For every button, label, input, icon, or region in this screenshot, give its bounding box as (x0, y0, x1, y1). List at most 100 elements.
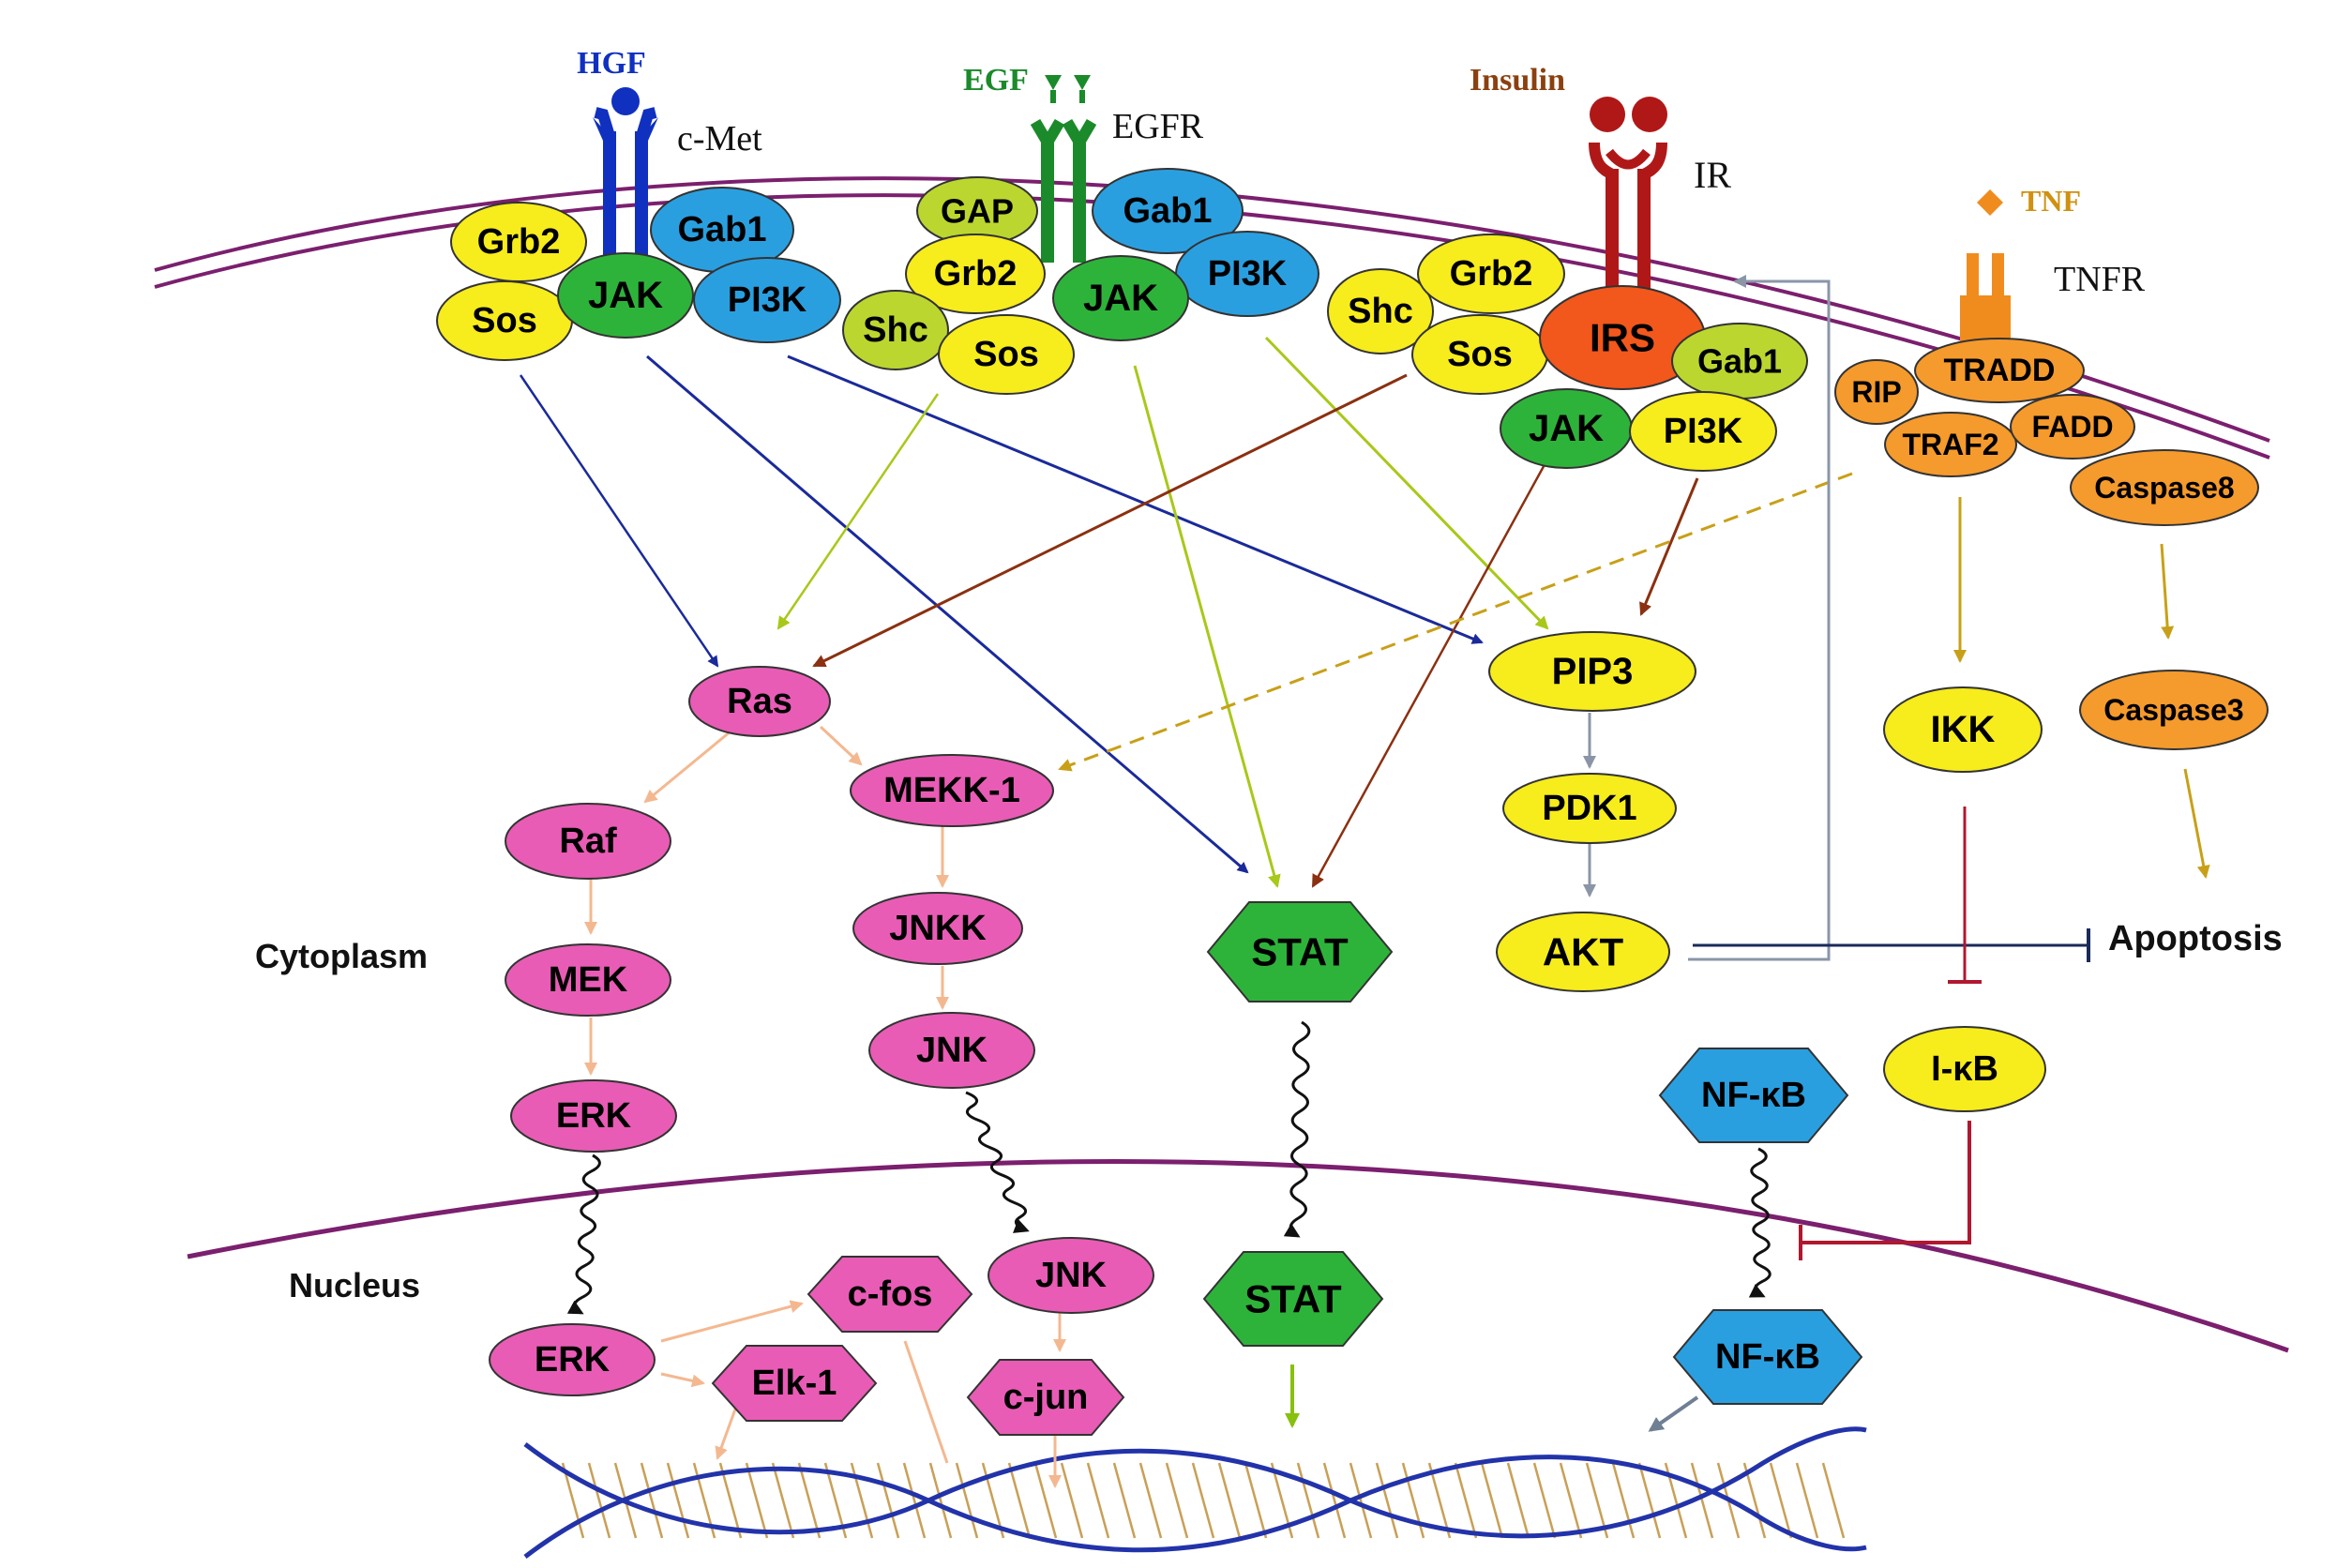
svg-text:Raf: Raf (559, 822, 617, 861)
dna-rung (587, 1462, 611, 1539)
dna-rung (955, 1462, 979, 1539)
pathway-arrows (519, 275, 2210, 1488)
dna-rung (1769, 1462, 1793, 1539)
dna-rung (1165, 1462, 1189, 1539)
svg-text:Caspase8: Caspase8 (2094, 471, 2234, 505)
dna-rung (1821, 1462, 1846, 1539)
dna-rung (771, 1462, 795, 1539)
dna-rung (902, 1462, 927, 1539)
egf-gap-node: GAP (916, 176, 1038, 246)
apoptosis-label: Apoptosis (2108, 919, 2283, 958)
svg-text:STAT: STAT (1244, 1277, 1342, 1321)
svg-text:Shc: Shc (863, 310, 928, 350)
egfr-receptor (1030, 75, 1097, 263)
svg-text:Ras: Ras (727, 682, 792, 721)
fadd-node: FADD (2010, 394, 2135, 460)
hgf-gab1-node: Gab1 (650, 187, 794, 273)
svg-text:PI3K: PI3K (728, 280, 807, 320)
dna-rung (797, 1462, 822, 1539)
dna-rung (666, 1462, 690, 1539)
dna-rung (640, 1462, 664, 1539)
ir-sos-node: Sos (1411, 314, 1548, 395)
svg-text:Sos: Sos (973, 335, 1039, 374)
ras-node: Ras (688, 666, 831, 737)
dna-rung (718, 1462, 743, 1539)
caspase8-node: Caspase8 (2070, 449, 2259, 526)
egf-gab1-node: Gab1 (1092, 168, 1244, 254)
traf2-node: TRAF2 (1884, 412, 2017, 477)
dna-rung (1506, 1462, 1530, 1539)
svg-text:Grb2: Grb2 (1450, 254, 1533, 294)
ir-gab1-node: Gab1 (1671, 323, 1808, 400)
svg-text:PDK1: PDK1 (1542, 789, 1636, 828)
dna-rung (1375, 1462, 1399, 1539)
dna-rung (745, 1462, 769, 1539)
insulin-ligand-icon (1590, 97, 1667, 132)
svg-text:Grb2: Grb2 (934, 254, 1018, 294)
tnf-ligand-icon (1977, 189, 2003, 216)
svg-text:Sos: Sos (472, 301, 537, 340)
ir-receptor (1589, 97, 1667, 295)
egf-sos-node: Sos (938, 314, 1075, 395)
svg-text:I-κB: I-κB (1931, 1049, 1998, 1089)
svg-text:NF-κB: NF-κB (1715, 1337, 1820, 1377)
raf-node: Raf (505, 803, 671, 880)
dna-rung (1349, 1462, 1373, 1539)
nfkb-nuc-node: NF-κB (1672, 1309, 1863, 1405)
svg-text:STAT: STAT (1251, 930, 1349, 974)
dna-rung (1112, 1462, 1137, 1539)
stat-cyto-node: STAT (1206, 901, 1394, 1003)
dna-rung (1244, 1462, 1268, 1539)
tnfr-receptor (1960, 189, 2011, 347)
svg-text:ERK: ERK (556, 1096, 632, 1136)
svg-text:JNKK: JNKK (889, 909, 987, 948)
svg-text:Shc: Shc (1348, 292, 1413, 331)
dna-rung (1322, 1462, 1347, 1539)
svg-text:FADD: FADD (2031, 410, 2113, 444)
svg-text:MEKK-1: MEKK-1 (883, 771, 1020, 810)
dna-rung (1454, 1462, 1478, 1539)
ikb-node: I-κB (1883, 1026, 2046, 1112)
svg-text:Elk-1: Elk-1 (752, 1364, 837, 1403)
nfkb-cyto-node: NF-κB (1658, 1048, 1849, 1143)
akt-node: AKT (1496, 912, 1670, 992)
svg-text:Gab1: Gab1 (677, 210, 766, 249)
cmet-receptor (593, 87, 658, 263)
dna-rung (1007, 1462, 1032, 1539)
dna-rung (1191, 1462, 1215, 1539)
egf-jak-node: JAK (1052, 255, 1189, 341)
dna-rung (1086, 1462, 1110, 1539)
svg-text:c-fos: c-fos (848, 1274, 933, 1314)
jnk-cyto-node: JNK (868, 1012, 1035, 1089)
svg-text:NF-κB: NF-κB (1701, 1076, 1806, 1115)
dna-helix (523, 1426, 1867, 1559)
dna-rung (1033, 1462, 1058, 1539)
dna-rung (1427, 1462, 1452, 1539)
hgf-pi3k-node: PI3K (693, 257, 841, 343)
dna-rung (1138, 1462, 1163, 1539)
erk-cyto-node: ERK (510, 1079, 677, 1153)
dna-rung (1690, 1462, 1714, 1539)
svg-text:RIP: RIP (1851, 375, 1901, 409)
ikk-node: IKK (1883, 686, 2043, 773)
svg-text:JNK: JNK (916, 1031, 988, 1070)
dna-rung (1060, 1462, 1084, 1539)
cjun-node: c-jun (966, 1359, 1125, 1436)
jnkk-node: JNKK (852, 892, 1023, 965)
nucleus-label: Nucleus (289, 1266, 420, 1304)
tradd-node: TRADD (1914, 338, 2085, 403)
svg-text:Gab1: Gab1 (1123, 191, 1212, 231)
egf-label: EGF (963, 63, 1029, 98)
egfr-label: EGFR (1112, 107, 1204, 146)
egf-pi3k-node: PI3K (1175, 231, 1319, 317)
dna-rung (1742, 1462, 1767, 1539)
svg-text:AKT: AKT (1543, 930, 1624, 974)
tnf-label: TNF (2021, 184, 2081, 218)
ir-label: IR (1694, 154, 1731, 196)
dna-rung (1637, 1462, 1662, 1539)
dna-rung (876, 1462, 900, 1539)
dna-rung (1480, 1462, 1504, 1539)
svg-text:TRADD: TRADD (1944, 353, 2056, 388)
svg-text:MEK: MEK (549, 960, 628, 1000)
rip-node: RIP (1834, 359, 1919, 425)
